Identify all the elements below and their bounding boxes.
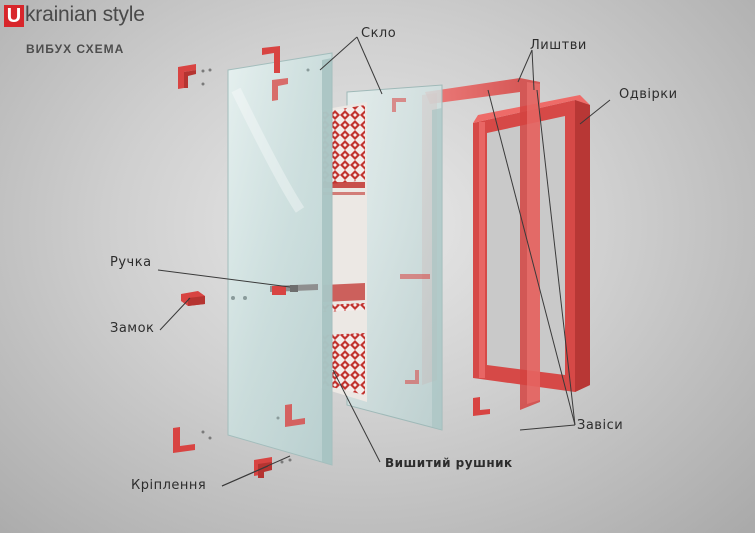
brand-logo-text: krainian style	[25, 3, 145, 26]
brand-logo-letter: U	[4, 5, 24, 27]
glass-panel-back	[346, 84, 443, 431]
leader-lines	[157, 36, 611, 487]
door-lock	[181, 291, 205, 306]
glass-panel-front	[227, 52, 333, 466]
label-lock: Замок	[110, 321, 155, 336]
label-towel: Вишитий рушник	[385, 456, 513, 470]
label-hinges: Завіси	[577, 418, 624, 433]
label-handle: Ручка	[110, 255, 152, 270]
label-frames: Одвірки	[619, 87, 678, 102]
label-trims: Лиштви	[530, 38, 587, 53]
diagram-subtitle: ВИБУХ СХЕМА	[26, 42, 125, 56]
label-glass: Скло	[361, 26, 397, 41]
label-fasteners: Кріплення	[131, 478, 207, 493]
